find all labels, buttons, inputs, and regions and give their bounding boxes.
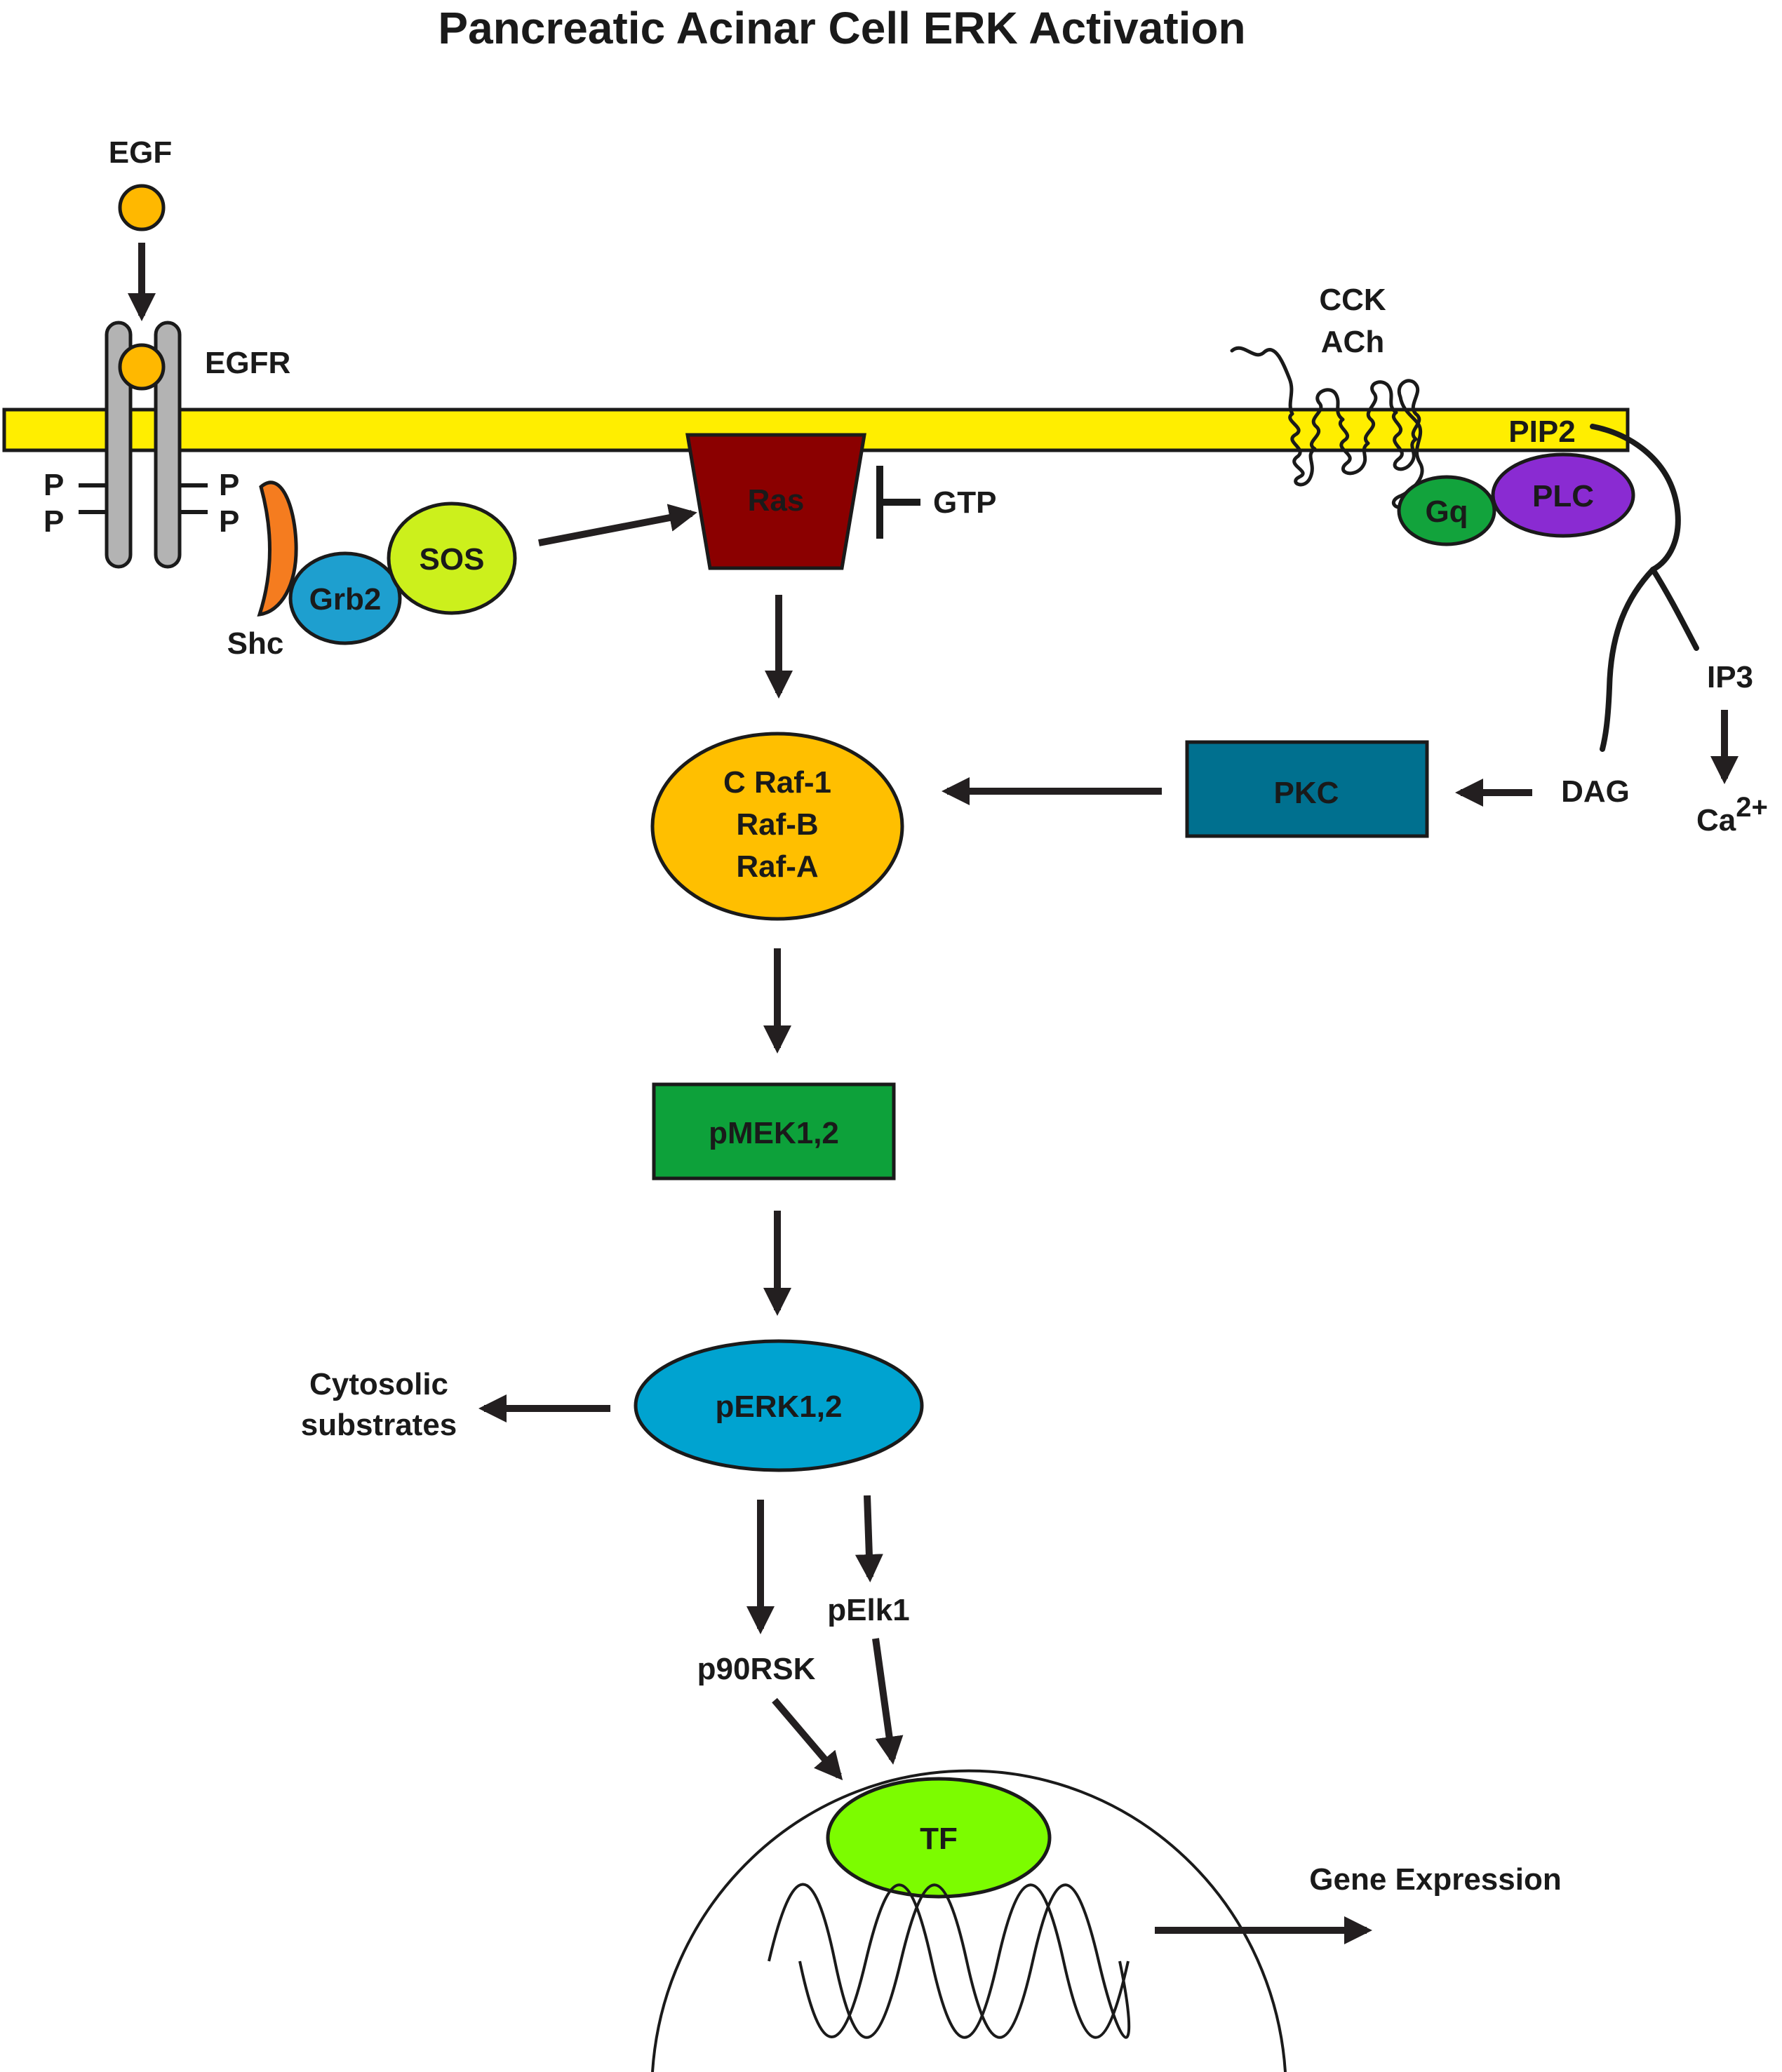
phospho-right-bottom: P [219,504,239,539]
gq-label: Gq [1425,495,1468,529]
ras-node [685,433,866,570]
perk-node [634,1339,924,1472]
dna-strand-2 [798,1883,1130,2039]
pip2-to-dag-branch [1600,567,1656,752]
pelk1-to-tf-arrow [872,1638,904,1765]
sos-label: SOS [420,542,485,577]
ip3-label: IP3 [1707,660,1753,694]
ca-superscript: 2+ [1736,792,1768,823]
tf-node [826,1777,1052,1899]
cck-label: CCK [1319,283,1386,317]
grb2-label: Grb2 [309,582,382,617]
perk-label: pERK1,2 [716,1390,843,1424]
raf-label-line3: Raf-A [736,849,818,884]
pip2-to-ip3-branch [1650,567,1699,651]
gq-node [1397,475,1496,546]
egfr-right-chain [154,321,182,569]
ca-base: Ca [1696,803,1736,837]
shc-adapter [257,480,298,617]
ach-label: ACh [1321,325,1384,359]
gtp-label: GTP [933,485,996,520]
raf-label-line1: C Raf-1 [723,765,831,800]
shc-label: Shc [227,626,284,661]
tf-label: TF [920,1822,958,1856]
dag-label: DAG [1561,774,1630,809]
plc-label: PLC [1532,479,1594,513]
pip2-tail [1590,424,1681,572]
erk-to-pelk1-arrow [855,1495,883,1582]
ras-label: Ras [748,483,805,518]
pmek-node [652,1082,896,1180]
raf-label-line2: Raf-B [736,807,818,842]
pip2-label: PIP2 [1508,415,1575,449]
cytosolic-label-line2: substrates [301,1408,457,1442]
pkc-node [1185,740,1429,838]
phospho-left-bottom: P [43,504,64,539]
sos-node [387,502,517,615]
sos-to-ras-arrow [538,504,697,546]
plc-node [1491,452,1635,538]
grb2-node [288,551,402,645]
phospho-right-top: P [219,468,239,502]
gpcr-receptor [1230,346,1424,509]
phospho-left-top: P [43,468,64,502]
raf-node [650,732,904,921]
egf-label: EGF [109,135,172,170]
egf-ligand [118,184,166,231]
p90rsk-to-tf-arrow [772,1697,843,1781]
ca-label: Ca2+ [1696,792,1768,837]
pkc-label: PKC [1274,776,1339,810]
p90rsk-label: p90RSK [697,1652,816,1686]
pmek-label: pMEK1,2 [709,1116,839,1150]
cytosolic-label-line1: Cytosolic [309,1367,448,1401]
pelk1-label: pElk1 [827,1593,909,1627]
egf-bound-ligand [118,343,166,391]
dna-strand-1 [768,1883,1131,2039]
gene-expression-label: Gene Expression [1309,1862,1561,1897]
egfr-left-chain [105,321,133,569]
diagram-title: Pancreatic Acinar Cell ERK Activation [438,3,1245,53]
egfr-label: EGFR [205,346,290,380]
